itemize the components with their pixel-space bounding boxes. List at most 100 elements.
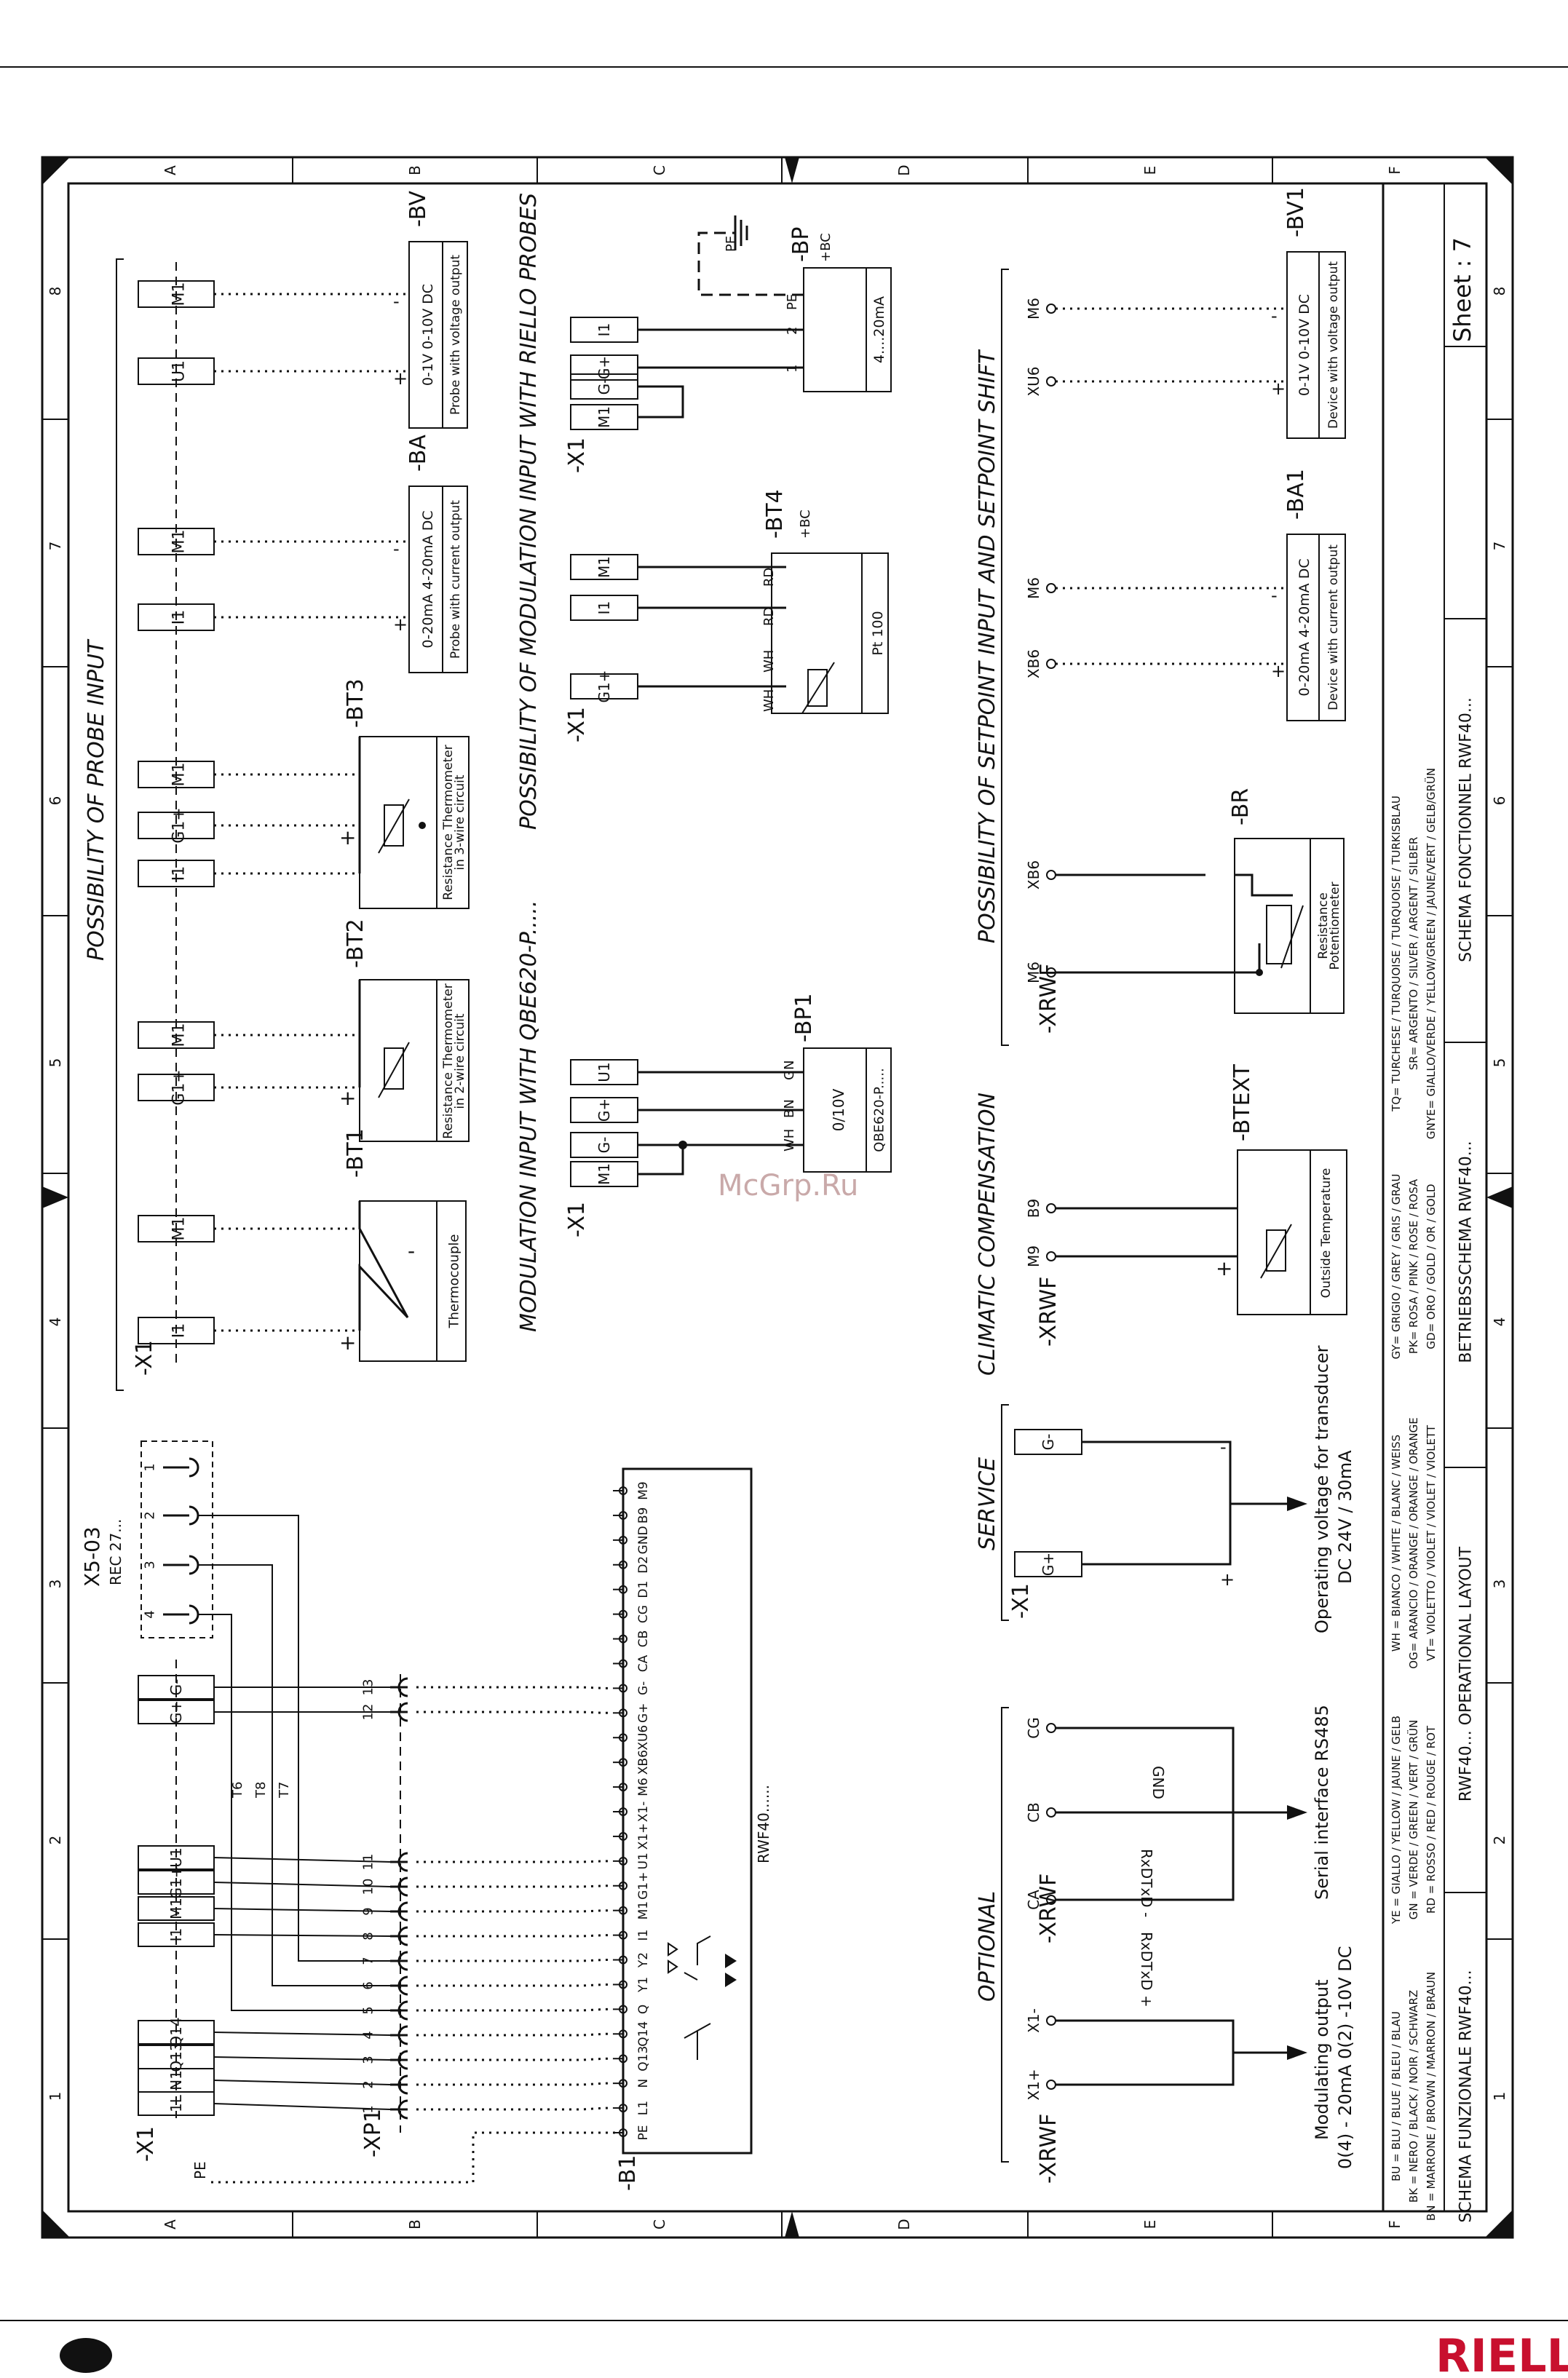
terminal-b9[interactable] — [1046, 1203, 1056, 1213]
ba-range: 0-20mA 4-20mA DC — [420, 510, 436, 648]
column-mark-C-group: C — [651, 165, 668, 175]
pe-wire — [697, 231, 804, 296]
wire — [416, 2008, 613, 2012]
b1-terminal-label: XU6 — [636, 1725, 651, 1751]
legend-colors_col3-2: VT= VIOLETTO / VIOLET / VIOLET / VIOLETT — [1425, 1424, 1438, 1661]
terminal-m6-ba1[interactable] — [1046, 583, 1056, 593]
b1-terminal-label: X1+ — [636, 1823, 651, 1850]
b1-terminal-label-group: GND — [636, 1526, 651, 1554]
wire-gn: GN — [782, 1061, 797, 1080]
row-mark-8: 8 — [1491, 287, 1508, 296]
terminal-label: M1 — [170, 530, 189, 554]
ba-desc: Probe with current output — [448, 500, 463, 659]
resistor-symbol — [384, 804, 404, 847]
x503-pin-socket — [189, 1604, 199, 1625]
xrwf-label: -XRWF — [1036, 1874, 1061, 1943]
brand-logo: RIELLO — [1436, 2329, 1568, 2378]
row-mark-2-group: 2 — [47, 1836, 64, 1845]
b1-terminal-label: Q13 — [636, 2046, 651, 2072]
terminal-label: M6 — [1025, 962, 1042, 983]
legend-colors_col5-0: TQ= TURCHESE / TURQUOISE / TURQUOISE / T… — [1390, 796, 1403, 1112]
terminal-label: M1 — [595, 556, 613, 578]
title-texts: SCHEMA FUNZIONALE RWF40...RWF40... OPERA… — [1444, 618, 1486, 2223]
terminal-label-group: G- — [167, 1679, 185, 1696]
legend-colors_col3-1: OG= ARANCIO / ORANGE / ORANGE / ORANGE — [1407, 1417, 1420, 1668]
column-mark-E: E — [1141, 2220, 1159, 2230]
wire — [416, 2032, 613, 2037]
b1-terminal-label-group: CA — [636, 1654, 651, 1672]
terminal-label: XU6 — [1025, 366, 1042, 396]
b1-terminal-label: CG — [636, 1605, 651, 1623]
bt2-desc1: Resistance Thermometer — [441, 983, 456, 1138]
x503-label: X5-03 — [80, 1526, 104, 1587]
row-mark-6: 6 — [1491, 796, 1508, 806]
column-mark-D: D — [895, 2219, 913, 2230]
x503-pin-number-group: 1 — [143, 1463, 158, 1471]
terminal-label: M9 — [1025, 1245, 1042, 1267]
row-mark-4-group: 4 — [47, 1317, 64, 1327]
xp1-label: -XP1 — [360, 2109, 386, 2157]
plus-sign: + — [339, 1086, 356, 1110]
wire-rd: RD — [761, 568, 777, 587]
terminal-m6-bv1[interactable] — [1046, 304, 1056, 314]
b1-terminal-label: D2 — [636, 1556, 651, 1574]
potentiometer-symbol — [1266, 905, 1292, 964]
column-mark-B-group: B — [406, 2219, 424, 2230]
rxdtxd-minus: RxDTxD - — [1138, 1849, 1155, 1917]
terminal-label: I1 — [595, 601, 613, 615]
row-mark-1: 1 — [47, 2092, 64, 2101]
wire-1: 1 — [785, 365, 800, 373]
terminal-xb6-ba1[interactable] — [1046, 659, 1056, 669]
terminal-m9[interactable] — [1046, 1251, 1056, 1261]
resistor-symbol — [384, 1047, 404, 1090]
terminal-label: G- — [595, 379, 613, 395]
terminal-xu6-bv1[interactable] — [1046, 376, 1056, 387]
row-mark-4-group: 4 — [1491, 1317, 1508, 1327]
b1-terminal-label: G- — [636, 1681, 651, 1695]
terminal-xb6-br[interactable] — [1046, 870, 1056, 880]
title-text-2: BETRIEBSSCHEMA RWF40... — [1457, 1141, 1476, 1363]
terminal-x1p[interactable] — [1046, 2080, 1056, 2090]
corner-mark — [1485, 2210, 1513, 2238]
column-mark-C: C — [651, 165, 668, 175]
bv-tag: -BV — [405, 191, 431, 227]
x1-label: -X1 — [564, 437, 590, 473]
terminal-x1m[interactable] — [1046, 2016, 1056, 2026]
b1-terminal-label-group: N — [636, 2079, 651, 2088]
corner-mark — [42, 2210, 70, 2238]
bt4-tag: -BT4 — [762, 489, 788, 539]
opvolt-line1: Operating voltage for transducer — [1312, 1345, 1332, 1633]
wire — [1235, 873, 1293, 897]
legend-colors_col2-2: RD = ROSSO / RED / ROUGE / ROT — [1425, 1725, 1438, 1914]
terminal-cg[interactable] — [1046, 1723, 1056, 1733]
t6-label: T6 — [230, 1782, 245, 1799]
b1-terminal-label: N — [636, 2079, 651, 2088]
b1-terminal-label-group: XB6 — [636, 1750, 651, 1775]
terminal-cb[interactable] — [1046, 1807, 1056, 1818]
terminal-label: CB — [1025, 1802, 1042, 1823]
service-group-bracket — [1001, 1404, 1009, 1621]
column-mark-F: F — [1386, 166, 1403, 175]
heading-climatic: CLIMATIC COMPENSATION — [975, 1093, 1000, 1376]
wire — [416, 1983, 613, 1987]
br-desc1: Resistance — [1316, 892, 1331, 959]
wire — [416, 1860, 613, 1863]
bt1-tag: -BT1 — [343, 1128, 368, 1178]
b1-terminal-label: U1 — [636, 1852, 651, 1869]
resistor-diagonal — [801, 662, 835, 714]
legend-colors_col2-2-group: RD = ROSSO / RED / ROUGE / ROT — [1425, 1725, 1438, 1914]
terminal-label: X1+ — [1025, 2069, 1042, 2100]
b1-terminal-label: D1 — [636, 1581, 651, 1598]
b1-terminal-label-group: Y1 — [636, 1977, 651, 1993]
heading-probe-input: POSSIBILITY OF PROBE INPUT — [84, 638, 109, 961]
x1-label: -X1 — [132, 1340, 157, 1376]
connection-wires — [198, 1515, 613, 2133]
wire — [213, 2056, 391, 2061]
bp1-model: QBE620-P..... — [872, 1068, 887, 1152]
junction — [419, 822, 426, 829]
legend-colors_col2-0-group: YE = GIALLO / YELLOW / JAUNE / GELB — [1390, 1716, 1403, 1925]
b1-terminal-label-group: X1- — [636, 1802, 651, 1823]
wire — [416, 1934, 613, 1938]
bt2-tag: -BT2 — [343, 919, 368, 968]
